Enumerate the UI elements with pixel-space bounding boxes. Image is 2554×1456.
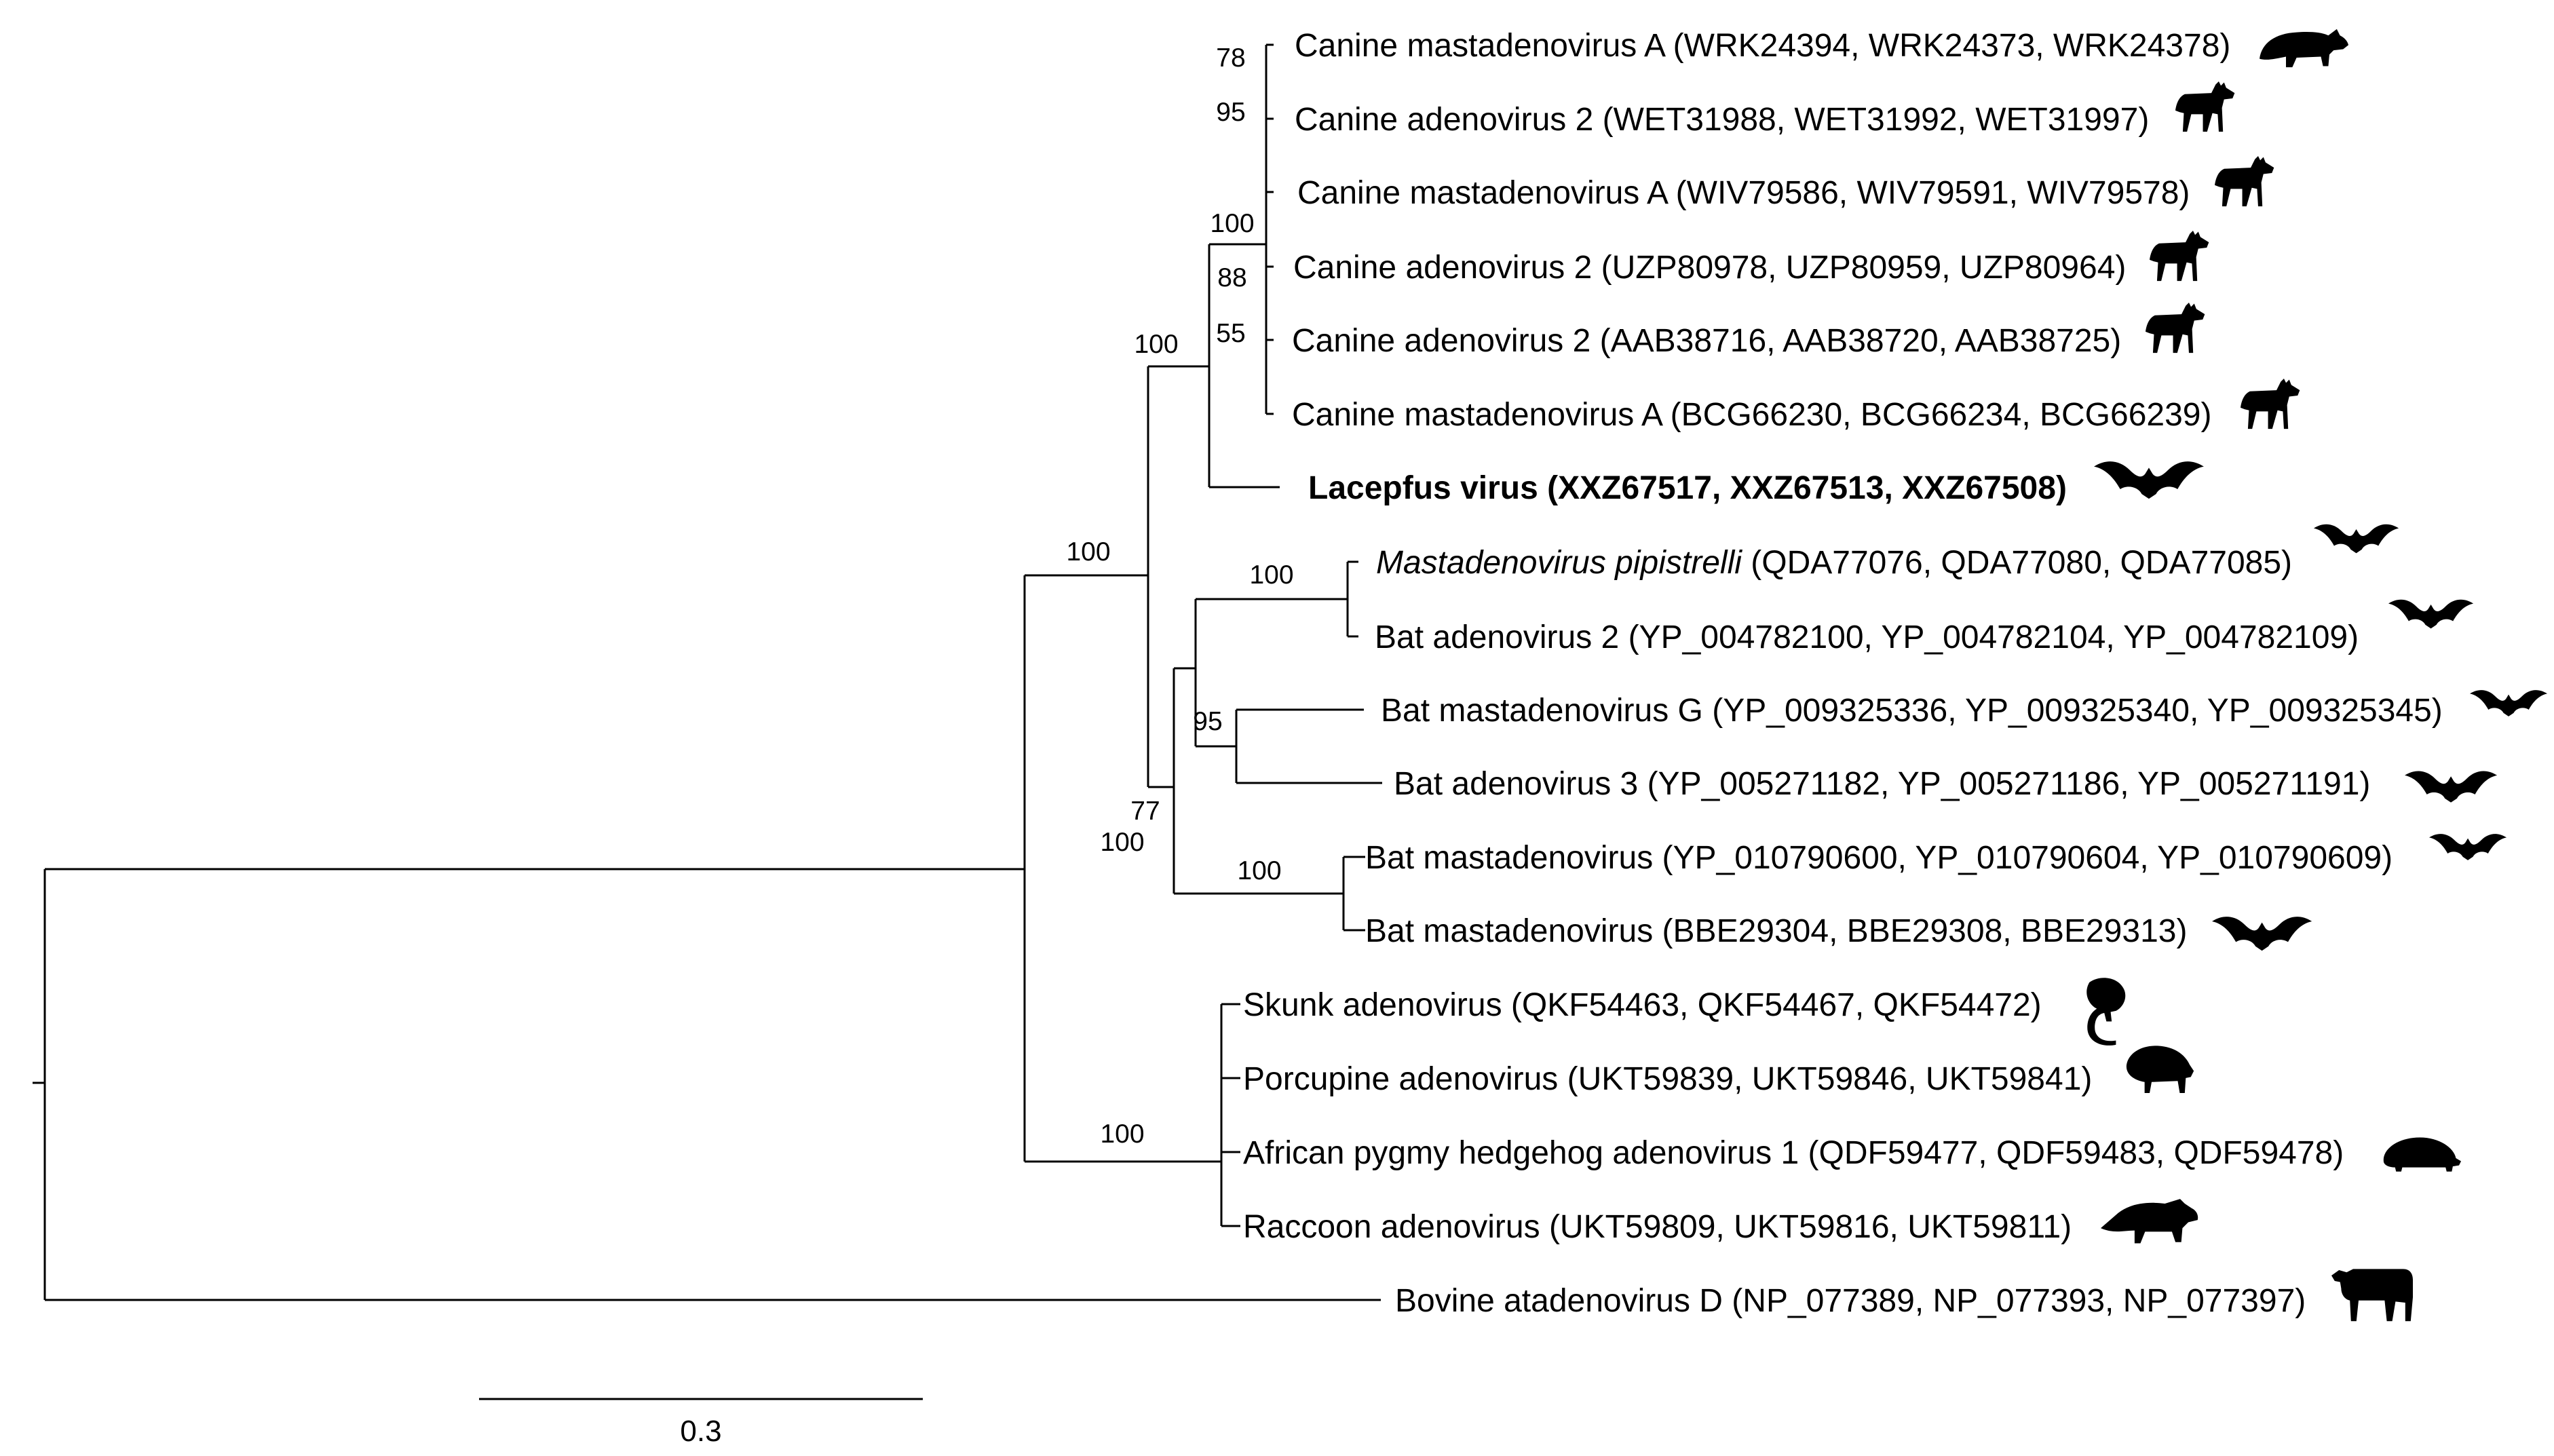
tip-label-accessions: (BBE29304, BBE29308, BBE29313): [1653, 913, 2187, 949]
tip-label-name: Bovine atadenovirus D: [1395, 1283, 1723, 1319]
dog-icon: [2215, 156, 2274, 207]
tip-label: Canine mastadenovirus A (WIV79586, WIV79…: [1297, 175, 2190, 211]
tip-label-accessions: (WET31988, WET31992, WET31997): [1593, 102, 2149, 138]
tip-label-name: Bat adenovirus 2: [1375, 619, 1619, 655]
tip-label-accessions: (NP_077389, NP_077393, NP_077397): [1723, 1283, 2306, 1319]
raccoon-dog-icon: [2260, 28, 2349, 68]
tip-label-name: Bat mastadenovirus G: [1381, 693, 1703, 729]
tip-label: Porcupine adenovirus (UKT59839, UKT59846…: [1243, 1061, 2092, 1097]
cow-icon: [2331, 1269, 2413, 1322]
tip-label: Lacepfus virus (XXZ67517, XXZ67513, XXZ6…: [1308, 470, 2067, 506]
tip-label-name: Canine adenovirus 2: [1292, 323, 1590, 359]
tip-label: Canine mastadenovirus A (BCG66230, BCG66…: [1292, 397, 2211, 433]
bat-icon: [2388, 599, 2474, 629]
tip-label: Bat mastadenovirus (BBE29304, BBE29308, …: [1365, 913, 2187, 949]
tip-label: Skunk adenovirus (QKF54463, QKF54467, QK…: [1243, 987, 2042, 1023]
tip-label-accessions: (QKF54463, QKF54467, QKF54472): [1502, 987, 2042, 1023]
bootstrap-support-value: 95: [1193, 707, 1222, 736]
tip-label-name: African pygmy hedgehog adenovirus 1: [1243, 1135, 1799, 1171]
skunk-icon: [2086, 978, 2126, 1046]
tip-label-name: Porcupine adenovirus: [1243, 1061, 1558, 1097]
bootstrap-support-value: 55: [1216, 319, 1245, 348]
tip-label-accessions: (YP_005271182, YP_005271186, YP_00527119…: [1638, 766, 2370, 802]
tip-label-accessions: (UZP80978, UZP80959, UZP80964): [1592, 250, 2126, 286]
bootstrap-support-value: 100: [1210, 209, 1254, 238]
tip-label: Bovine atadenovirus D (NP_077389, NP_077…: [1395, 1283, 2306, 1319]
tip-label-name: Mastadenovirus pipistrelli: [1376, 545, 1742, 581]
bootstrap-support-value: 78: [1216, 43, 1245, 73]
dog-icon: [2146, 303, 2205, 353]
bootstrap-support-value: 77: [1130, 797, 1160, 826]
tip-labels: Canine mastadenovirus A (WRK24394, WRK24…: [1243, 28, 2443, 1319]
tip-label: Mastadenovirus pipistrelli (QDA77076, QD…: [1376, 545, 2292, 581]
tip-label: Bat adenovirus 3 (YP_005271182, YP_00527…: [1394, 766, 2370, 802]
dog-icon: [2150, 231, 2209, 282]
tip-label-accessions: (WRK24394, WRK24373, WRK24378): [1664, 28, 2230, 64]
tip-label-name: Bat mastadenovirus: [1365, 913, 1653, 949]
tip-label-accessions: (QDA77076, QDA77080, QDA77085): [1742, 545, 2292, 581]
bootstrap-support-value: 100: [1249, 560, 1293, 590]
bat-icon: [2405, 771, 2498, 803]
hedgehog-icon: [2383, 1137, 2462, 1172]
tip-label: Bat adenovirus 2 (YP_004782100, YP_00478…: [1375, 619, 2359, 655]
tip-label-accessions: (WIV79586, WIV79591, WIV79578): [1666, 175, 2190, 211]
tip-label-accessions: (UKT59839, UKT59846, UKT59841): [1558, 1061, 2092, 1097]
dog-icon: [2241, 379, 2300, 429]
bootstrap-support-value: 100: [1237, 856, 1281, 885]
bat-icon: [2212, 917, 2312, 951]
tip-label-accessions: (AAB38716, AAB38720, AAB38725): [1590, 323, 2121, 359]
tip-label: Raccoon adenovirus (UKT59809, UKT59816, …: [1243, 1209, 2072, 1245]
tip-label: Bat mastadenovirus G (YP_009325336, YP_0…: [1381, 693, 2443, 729]
tip-label: Canine adenovirus 2 (UZP80978, UZP80959,…: [1293, 250, 2126, 286]
tip-label: Bat mastadenovirus (YP_010790600, YP_010…: [1365, 840, 2393, 876]
porcupine-icon: [2126, 1046, 2194, 1094]
bootstrap-support-value: 100: [1100, 1119, 1144, 1149]
tip-label-accessions: (QDF59477, QDF59483, QDF59478): [1799, 1135, 2344, 1171]
scale-bar-label: 0.3: [680, 1415, 721, 1448]
host-silhouettes: [2086, 28, 2548, 1322]
tip-label-name: Raccoon adenovirus: [1243, 1209, 1540, 1245]
tip-label-accessions: (BCG66230, BCG66234, BCG66239): [1661, 397, 2211, 433]
bootstrap-support-value: 88: [1217, 263, 1246, 292]
bat-icon: [2094, 461, 2204, 499]
scale-bar: 0.3: [479, 1398, 923, 1448]
tip-label: Canine mastadenovirus A (WRK24394, WRK24…: [1295, 28, 2230, 64]
tip-label-accessions: (UKT59809, UKT59816, UKT59811): [1540, 1209, 2072, 1245]
bat-icon: [2470, 690, 2548, 716]
tip-label-name: Lacepfus virus (XXZ67517, XXZ67513, XXZ6…: [1308, 470, 2067, 506]
bat-icon: [2429, 834, 2507, 860]
tip-label-name: Canine adenovirus 2: [1293, 250, 1592, 286]
tree-branches: [33, 43, 1382, 1301]
tip-label: Canine adenovirus 2 (AAB38716, AAB38720,…: [1292, 323, 2121, 359]
tip-label-accessions: (YP_004782100, YP_004782104, YP_00478210…: [1619, 619, 2359, 655]
bootstrap-support-value: 95: [1216, 98, 1245, 127]
bootstrap-support-value: 100: [1100, 828, 1144, 857]
raccoon-icon: [2101, 1199, 2198, 1244]
tip-label-accessions: (YP_009325336, YP_009325340, YP_00932534…: [1703, 693, 2443, 729]
tip-label-name: Canine adenovirus 2: [1295, 102, 1593, 138]
tip-label-accessions: (YP_010790600, YP_010790604, YP_01079060…: [1653, 840, 2393, 876]
tip-label-name: Canine mastadenovirus A: [1292, 397, 1663, 433]
bat-icon: [2314, 524, 2399, 554]
tip-label-name: Skunk adenovirus: [1243, 987, 1502, 1023]
tip-label: Canine adenovirus 2 (WET31988, WET31992,…: [1295, 102, 2149, 138]
bootstrap-support-value: 100: [1066, 537, 1110, 567]
tip-label-name: Canine mastadenovirus A: [1295, 28, 1666, 64]
tip-label-name: Bat adenovirus 3: [1394, 766, 1638, 802]
tip-label-name: Canine mastadenovirus A: [1297, 175, 1669, 211]
dog-icon: [2175, 81, 2235, 132]
tip-label: African pygmy hedgehog adenovirus 1 (QDF…: [1243, 1135, 2344, 1171]
bootstrap-support-value: 100: [1134, 330, 1178, 359]
tip-label-name: Bat mastadenovirus: [1365, 840, 1653, 876]
